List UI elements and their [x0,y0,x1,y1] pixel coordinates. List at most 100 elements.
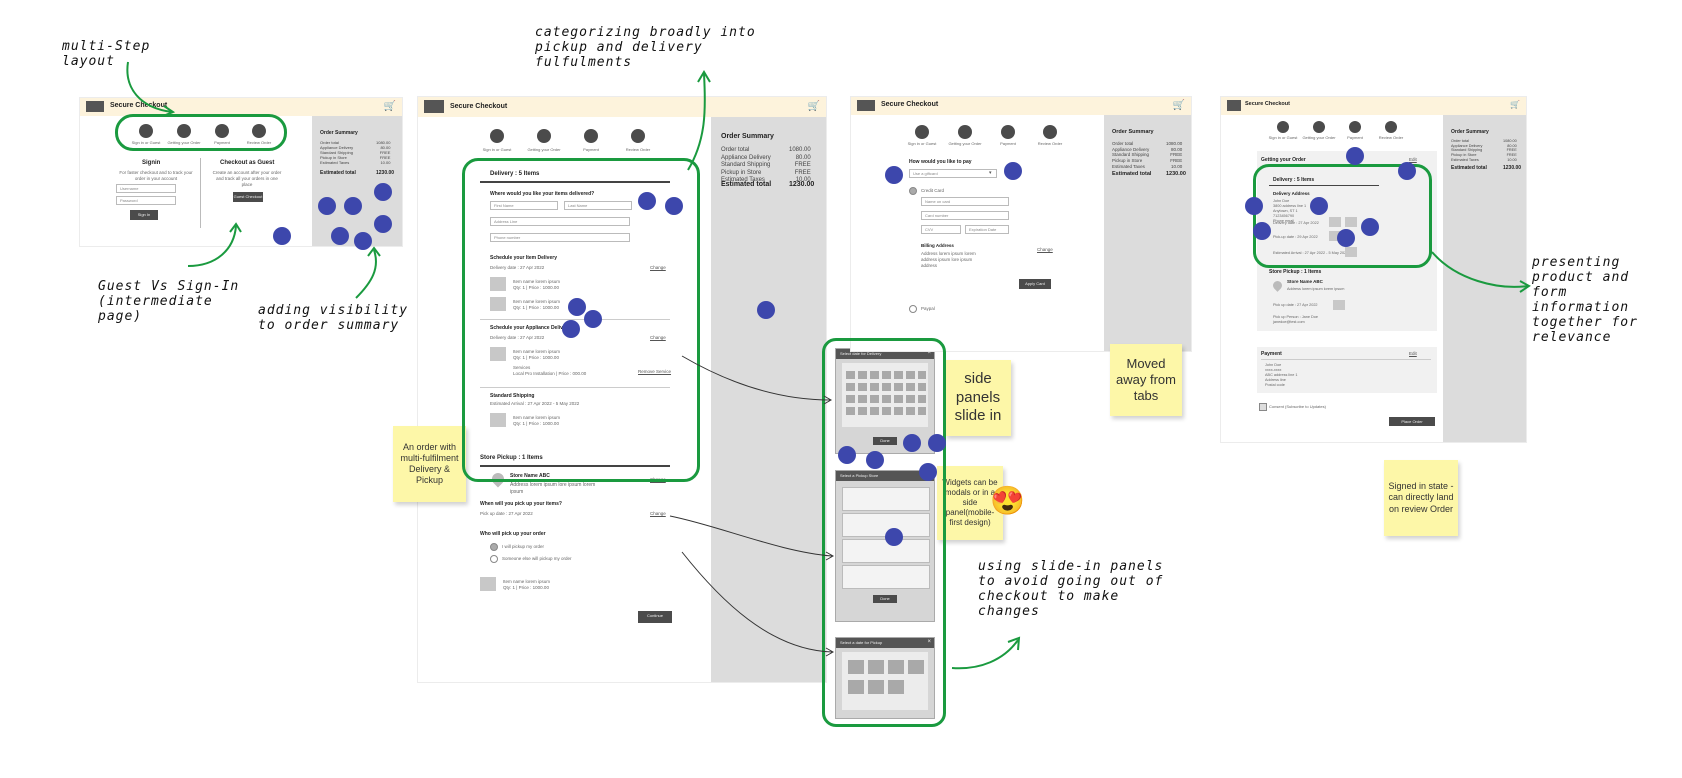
sticky-side-panels[interactable]: side panels slide in [945,360,1011,436]
dot[interactable] [1245,197,1263,215]
step-4[interactable] [1043,125,1057,139]
step-4[interactable] [252,124,266,138]
dot[interactable] [903,434,921,452]
last-name-field[interactable]: Last Name [564,201,632,210]
step-3[interactable] [215,124,229,138]
username-field[interactable]: Username [116,184,176,193]
step-1[interactable] [139,124,153,138]
close-icon[interactable]: × [927,350,931,356]
consent-checkbox[interactable] [1259,403,1267,411]
sticky-widgets[interactable]: Widgets can be modals or in a side panel… [937,466,1003,540]
cart-icon[interactable]: 🛒 [383,101,396,112]
cart-icon[interactable]: 🛒 [1510,100,1520,109]
password-field[interactable]: Password [116,196,176,205]
phone-field[interactable]: Phone number [490,233,630,242]
dot[interactable] [757,301,775,319]
dot[interactable] [866,451,884,469]
dot[interactable] [885,528,903,546]
step-4[interactable] [631,129,645,143]
dot[interactable] [354,232,372,250]
radio-paypal[interactable] [909,305,917,313]
dot[interactable] [1004,162,1022,180]
store-address: Address lorem ipsum lore ipsum lorem ips… [510,482,596,495]
cvv-field[interactable]: CVV [921,225,961,234]
calendar-grid[interactable] [842,363,928,427]
done-button[interactable]: Done [873,437,897,445]
date-grid[interactable] [842,652,928,710]
screen-payment: Secure Checkout 🛒 Sign in or Guest Getti… [851,97,1191,351]
dot[interactable] [374,215,392,233]
address-field[interactable]: Address Line [490,217,630,226]
remove-service-link[interactable]: Remove Service [638,369,672,374]
change-link-4[interactable]: Change [650,511,666,516]
step-4[interactable] [1385,121,1397,133]
dot[interactable] [584,310,602,328]
step-3[interactable] [584,129,598,143]
change-link-2[interactable]: Change [650,335,666,340]
dot[interactable] [919,463,937,481]
dot[interactable] [1361,218,1379,236]
expiry-field[interactable]: Expiration Date [965,225,1009,234]
step-label-2: Getting your Order [527,147,561,152]
dot[interactable] [331,227,349,245]
step-3[interactable] [1001,125,1015,139]
continue-button[interactable]: Continue [638,611,672,623]
panel-delivery-date[interactable]: Select date for Delivery × Done [835,348,935,454]
dot[interactable] [344,197,362,215]
edit-link[interactable]: Edit [1409,157,1417,162]
dot[interactable] [1337,229,1355,247]
dot[interactable] [562,320,580,338]
store-option-4[interactable] [842,565,930,589]
dot[interactable] [1398,162,1416,180]
chevron-down-icon: ▾ [989,170,992,176]
dot[interactable] [318,197,336,215]
done-button[interactable]: Done [873,595,897,603]
dot[interactable] [928,434,946,452]
first-name-field[interactable]: First Name [490,201,558,210]
dot[interactable] [1310,197,1328,215]
cart-icon[interactable]: 🛒 [1172,100,1185,111]
dot[interactable] [1346,147,1364,165]
step-2[interactable] [958,125,972,139]
dot[interactable] [665,197,683,215]
place-order-button[interactable]: Place Order [1389,417,1435,426]
sticky-multi-fulfilment[interactable]: An order with multi-fulfilment Delivery … [393,426,466,502]
review-date-3: Estimated Arrival : 27 Apr 2022 - 5 May … [1273,251,1349,255]
dot[interactable] [885,166,903,184]
summary-total-label: Estimated total [721,181,772,188]
store-option-1[interactable] [842,487,930,511]
guest-checkout-button[interactable]: Guest Checkout [233,192,263,202]
apply-card-button[interactable]: Apply Card [1019,279,1051,289]
sticky-signed-in[interactable]: Signed in state - can directly land on r… [1384,460,1458,536]
name-on-card-field[interactable]: Name on card [921,197,1009,206]
dot[interactable] [374,183,392,201]
pay-select[interactable]: Use a giftcard [909,169,997,178]
dot[interactable] [1253,222,1271,240]
radio-other[interactable] [490,555,498,563]
signin-button[interactable]: Sign In [130,210,158,220]
step-3[interactable] [1349,121,1361,133]
dot[interactable] [638,192,656,210]
step-2[interactable] [537,129,551,143]
panel-pickup-date[interactable]: Select a date for Pickup × [835,637,935,719]
step-1[interactable] [915,125,929,139]
step-2[interactable] [1313,121,1325,133]
billing-change-link[interactable]: Change [1037,247,1053,252]
card-number-field[interactable]: Card number [921,211,1009,220]
dot[interactable] [273,227,291,245]
radio-self[interactable] [490,543,498,551]
step-1[interactable] [1277,121,1289,133]
radio-credit-card[interactable] [909,187,917,195]
payment-edit-link[interactable]: Edit [1409,351,1417,356]
summary-title: Order Summary [320,130,358,136]
cart-icon[interactable]: 🛒 [807,101,820,112]
step-2[interactable] [177,124,191,138]
step-1[interactable] [490,129,504,143]
dot[interactable] [838,446,856,464]
change-link-1[interactable]: Change [650,265,666,270]
sticky-moved-away[interactable]: Moved away from tabs [1110,344,1182,416]
dot[interactable] [568,298,586,316]
close-icon[interactable]: × [927,639,931,645]
